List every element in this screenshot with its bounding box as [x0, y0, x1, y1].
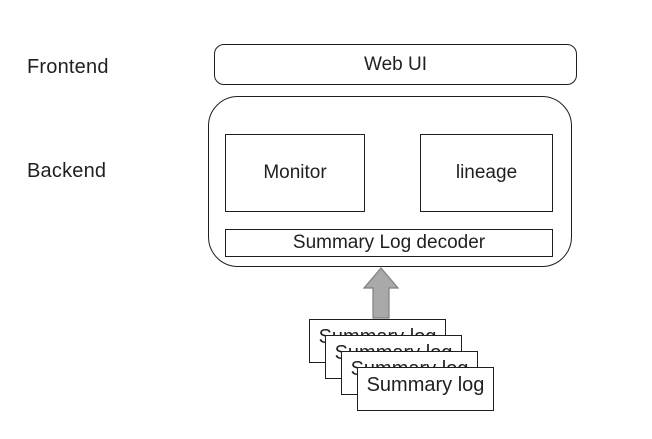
- web-ui-box: Web UI: [214, 44, 577, 85]
- monitor-box: Monitor: [225, 134, 365, 212]
- lineage-box: lineage: [420, 134, 553, 212]
- arrow-up-icon: [363, 267, 399, 319]
- lineage-label: lineage: [455, 162, 518, 183]
- summary-log-decoder-label: Summary Log decoder: [292, 232, 486, 253]
- web-ui-label: Web UI: [363, 53, 427, 75]
- monitor-label: Monitor: [263, 162, 327, 183]
- summary-log-decoder-box: Summary Log decoder: [225, 229, 553, 257]
- summary-log-label: Summary log: [366, 373, 485, 396]
- backend-tier-label: Backend: [27, 160, 107, 182]
- summary-log-card: Summary log: [357, 367, 494, 411]
- frontend-tier-label: Frontend: [27, 56, 109, 78]
